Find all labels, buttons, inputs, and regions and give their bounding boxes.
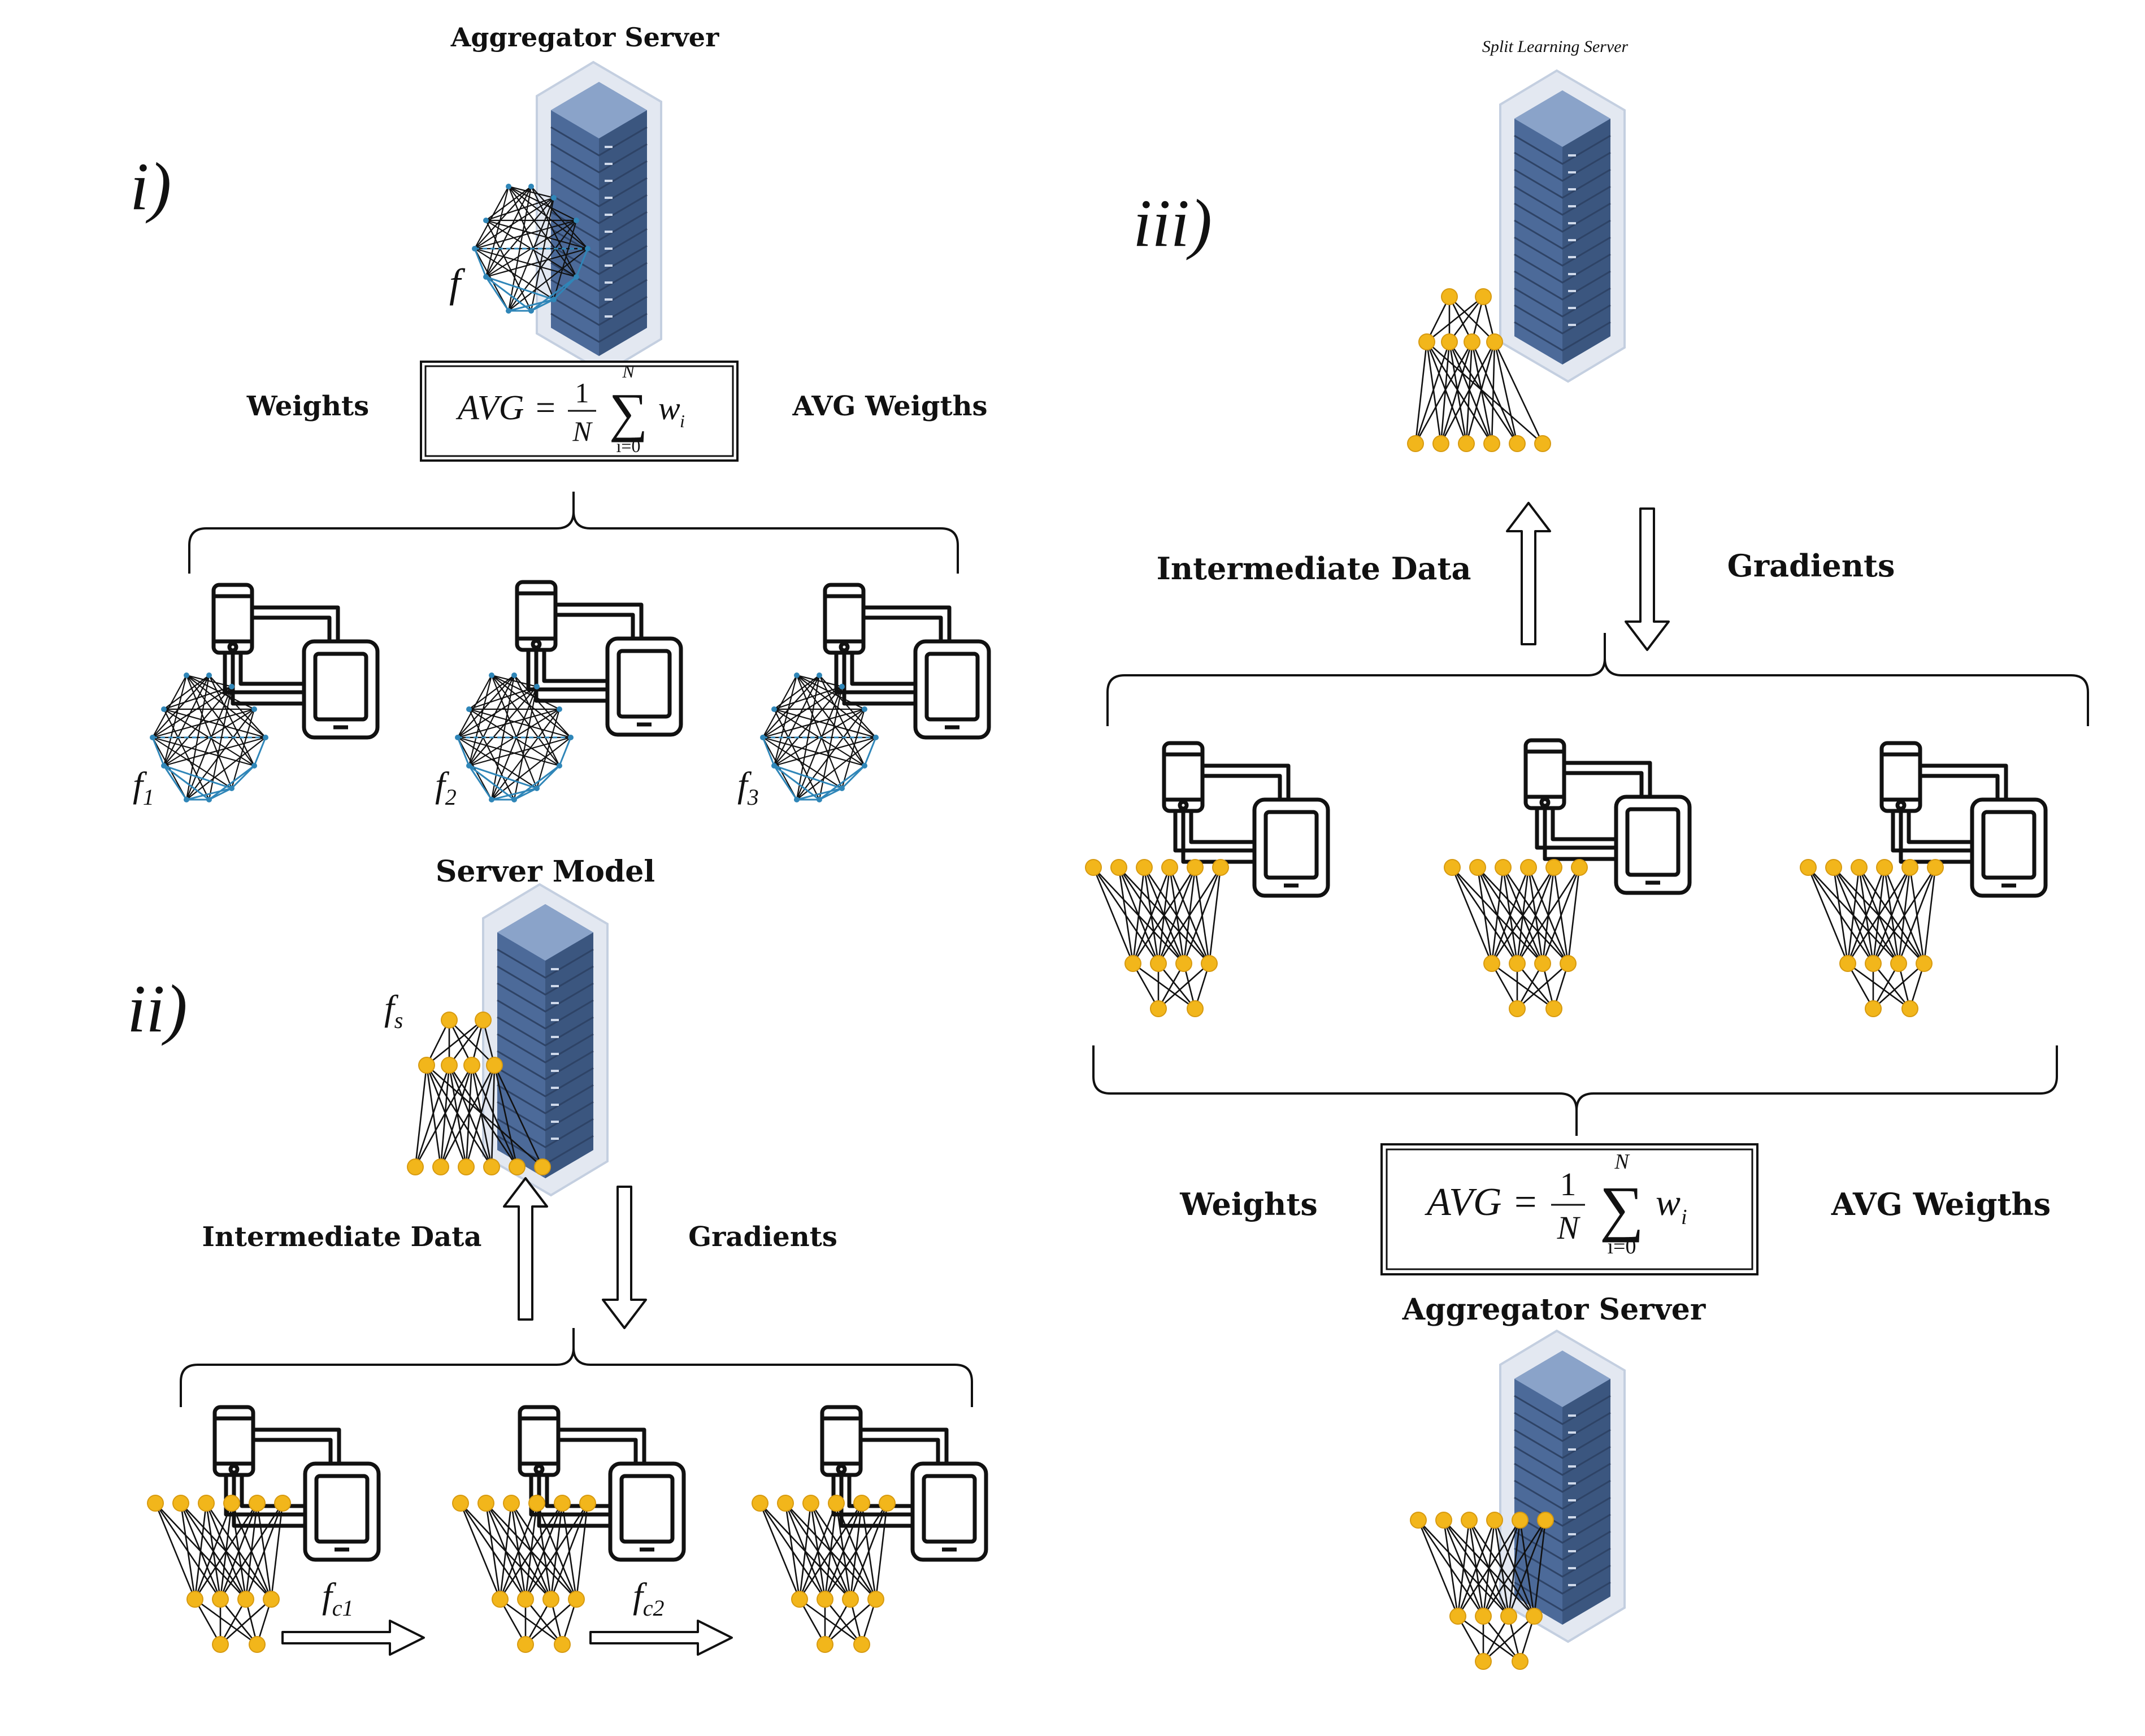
intermediate-data-label-iii: Intermediate Data — [1157, 550, 1471, 587]
aggregator-server-icon — [536, 61, 662, 374]
client-model-label: f3 — [737, 765, 759, 810]
panel-ii-server-title: Server Model — [436, 854, 655, 889]
client-devices-icon — [822, 1407, 986, 1560]
client-group-i-3: f3 — [737, 585, 989, 810]
svg-text:i: i — [1681, 1205, 1687, 1229]
panel-ii-label: ii) — [127, 971, 188, 1046]
svg-text:AVG: AVG — [455, 389, 524, 427]
intermediate-data-label-ii: Intermediate Data — [202, 1221, 482, 1253]
local-model-graph — [454, 671, 575, 804]
client-split-net — [146, 1494, 292, 1653]
svg-text:1: 1 — [1560, 1166, 1577, 1203]
svg-text:i=0: i=0 — [1608, 1235, 1636, 1258]
aggregator-server-icon — [1499, 1330, 1626, 1643]
svg-text:∑: ∑ — [609, 382, 648, 442]
split-client-iii-3 — [1799, 743, 2046, 1018]
transfer-arrow-2 — [589, 1620, 733, 1656]
up-arrow-ii — [503, 1177, 548, 1321]
svg-text:N: N — [572, 415, 593, 447]
gradients-label-iii: Gradients — [1727, 548, 1895, 584]
brace-iii-bottom — [1092, 1045, 2058, 1136]
client-group-i-2: f2 — [435, 582, 681, 810]
aggregator-server-title-iii: Aggregator Server — [1402, 1292, 1706, 1327]
weights-label-i: Weights — [246, 390, 369, 422]
client-group-i-1: f1 — [133, 585, 377, 810]
panel-iii: iii) Split Learning Server Intermediate … — [1084, 37, 2089, 1670]
svg-text:i: i — [680, 411, 685, 431]
panel-ii: ii) Server Model fs Intermediate Data Gr… — [127, 854, 986, 1656]
client-split-net — [1443, 858, 1588, 1018]
panel-i-server-title: Aggregator Server — [450, 22, 719, 53]
brace-ii — [180, 1328, 973, 1407]
down-arrow-iii — [1625, 507, 1670, 651]
up-arrow-iii — [1506, 502, 1551, 645]
panel-iii-server-title: Split Learning Server — [1482, 37, 1629, 56]
svg-text:1: 1 — [575, 377, 589, 409]
svg-text:w: w — [658, 390, 680, 427]
client-split-net — [751, 1494, 896, 1653]
client-model-label: f1 — [133, 765, 154, 810]
gradients-label-ii: Gradients — [688, 1221, 837, 1253]
svg-text:N: N — [1614, 1150, 1630, 1174]
transfer-arrow-1 — [281, 1620, 425, 1656]
split-client-iii-2 — [1443, 740, 1690, 1018]
client-split-net — [1799, 858, 1944, 1018]
split-server-icon — [482, 883, 609, 1196]
transfer-label-1: fc1 — [322, 1576, 354, 1621]
transfer-label-2: fc2 — [633, 1576, 665, 1621]
avg-weights-label-i: AVG Weigths — [792, 390, 987, 422]
client-split-net — [451, 1494, 597, 1653]
server-model-symbol: fs — [384, 988, 403, 1033]
client-devices-icon — [520, 1407, 684, 1560]
svg-text:AVG: AVG — [1425, 1181, 1502, 1224]
split-client-ii-3 — [751, 1407, 986, 1653]
avg-formula-box-i: AVG = 1 N ∑ N i=0 w i — [420, 361, 739, 462]
svg-text:∑: ∑ — [1600, 1174, 1644, 1243]
client-model-label: f2 — [435, 765, 457, 810]
client-split-net — [1084, 858, 1230, 1018]
panel-iii-label: iii) — [1133, 185, 1212, 261]
svg-text:=: = — [536, 389, 555, 427]
avg-weights-label-iii: AVG Weigths — [1831, 1186, 2051, 1222]
client-devices-icon — [517, 582, 681, 735]
svg-text:N: N — [1557, 1209, 1581, 1246]
brace-i — [188, 492, 959, 574]
svg-text:i=0: i=0 — [616, 436, 641, 456]
client-devices-icon — [825, 585, 989, 737]
panel-i: i) Aggregator Server f Weights AVG Weigt… — [130, 22, 989, 810]
weights-label-iii: Weights — [1179, 1186, 1317, 1222]
split-learning-server-icon — [1499, 70, 1626, 383]
split-client-iii-1 — [1084, 743, 1328, 1018]
avg-formula-box-iii: AVG = 1 N ∑ N i=0 w i — [1380, 1143, 1758, 1275]
brace-iii-top — [1106, 633, 2089, 726]
client-devices-icon — [214, 585, 377, 737]
panel-i-label: i) — [130, 149, 171, 224]
svg-text:=: = — [1514, 1181, 1536, 1224]
client-devices-icon — [215, 1407, 379, 1560]
global-model-symbol: f — [449, 261, 466, 306]
svg-text:w: w — [1656, 1182, 1681, 1223]
down-arrow-ii — [602, 1186, 647, 1329]
svg-text:N: N — [622, 361, 635, 381]
